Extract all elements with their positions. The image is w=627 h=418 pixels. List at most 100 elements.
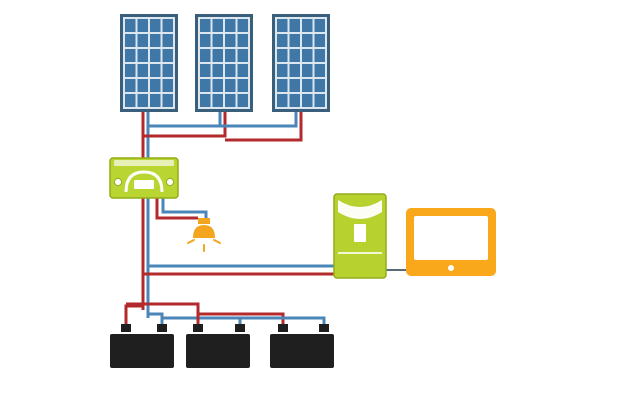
controller-lamp-red-wire — [155, 198, 198, 220]
monitor-button — [448, 265, 454, 271]
solar-cell — [150, 94, 161, 107]
solar-cell — [150, 64, 161, 77]
battery-negative-terminal — [235, 324, 245, 332]
solar-cell — [277, 19, 288, 32]
inverter — [333, 193, 387, 279]
panel3-negative-wire — [220, 112, 298, 128]
solar-cell — [289, 19, 300, 32]
solar-cell — [212, 94, 223, 107]
wiring — [124, 112, 408, 324]
solar-cell — [302, 79, 313, 92]
charge-controller — [109, 157, 179, 199]
solar-cell — [162, 34, 173, 47]
solar-cell — [314, 34, 325, 47]
solar-cell — [314, 94, 325, 107]
solar-cell — [277, 79, 288, 92]
solar-cell — [237, 79, 248, 92]
solar-cell — [150, 79, 161, 92]
solar-panel — [272, 14, 330, 112]
solar-cell — [277, 49, 288, 62]
solar-cell — [314, 64, 325, 77]
solar-cell — [289, 64, 300, 77]
solar-cell — [137, 19, 148, 32]
light-bulb-icon — [187, 218, 221, 252]
solar-cell — [277, 34, 288, 47]
battery-positive-terminal — [193, 324, 203, 332]
solar-cell — [200, 49, 211, 62]
solar-cell — [314, 49, 325, 62]
solar-cell — [237, 64, 248, 77]
solar-cell — [125, 94, 136, 107]
solar-cell — [125, 49, 136, 62]
controller-lamp-blue-wire — [161, 198, 208, 218]
solar-cell — [302, 19, 313, 32]
solar-cell — [225, 19, 236, 32]
solar-cell — [277, 64, 288, 77]
solar-panel — [195, 14, 253, 112]
solar-cell — [212, 79, 223, 92]
solar-cell — [200, 94, 211, 107]
solar-cell — [225, 64, 236, 77]
inverter-bottom-strip — [338, 252, 382, 254]
solar-panel-grid — [198, 17, 250, 109]
solar-cell — [237, 34, 248, 47]
solar-panel-grid — [123, 17, 175, 109]
battery-positive-terminal — [121, 324, 131, 332]
solar-cell — [302, 34, 313, 47]
battery — [186, 324, 250, 368]
solar-cell — [225, 34, 236, 47]
solar-cell — [137, 34, 148, 47]
solar-cell — [125, 79, 136, 92]
solar-cell — [162, 94, 173, 107]
monitor-screen — [414, 216, 488, 260]
solar-cell — [289, 34, 300, 47]
panel2-negative-wire — [148, 112, 222, 128]
solar-cell — [162, 79, 173, 92]
solar-cell — [137, 64, 148, 77]
solar-panel — [120, 14, 178, 112]
solar-cell — [237, 49, 248, 62]
inverter-top-band — [338, 200, 382, 219]
battery — [270, 324, 334, 368]
solar-cell — [200, 19, 211, 32]
controller-display-arch — [124, 170, 164, 193]
solar-cell — [200, 34, 211, 47]
controller-display — [134, 180, 154, 189]
solar-cell — [314, 79, 325, 92]
lamp-ray-right — [213, 239, 221, 244]
controller-left-screw — [113, 177, 123, 187]
lamp-ray-left — [187, 239, 195, 244]
solar-cell — [162, 64, 173, 77]
solar-panel-grid — [275, 17, 327, 109]
solar-cell — [212, 64, 223, 77]
solar-cell — [162, 19, 173, 32]
solar-cell — [212, 34, 223, 47]
solar-cell — [289, 49, 300, 62]
solar-cell — [289, 79, 300, 92]
solar-cell — [137, 79, 148, 92]
solar-cell — [225, 94, 236, 107]
battery2-3-link-negative — [240, 316, 326, 324]
solar-cell — [200, 79, 211, 92]
controller-right-screw — [165, 177, 175, 187]
solar-cell — [200, 64, 211, 77]
solar-cell — [237, 19, 248, 32]
solar-cell — [302, 49, 313, 62]
solar-cell — [277, 94, 288, 107]
battery1-2-link-positive — [126, 302, 200, 324]
solar-cell — [225, 49, 236, 62]
solar-cell — [125, 19, 136, 32]
solar-cell — [137, 49, 148, 62]
solar-cell — [137, 94, 148, 107]
solar-cell — [150, 49, 161, 62]
battery-bank — [110, 324, 334, 368]
tv-monitor-icon — [406, 208, 496, 276]
solar-cell — [150, 19, 161, 32]
panel2-positive-wire — [143, 112, 227, 138]
solar-cell — [162, 49, 173, 62]
solar-cell — [225, 79, 236, 92]
lamp-cap — [198, 218, 210, 224]
solar-cell — [237, 94, 248, 107]
